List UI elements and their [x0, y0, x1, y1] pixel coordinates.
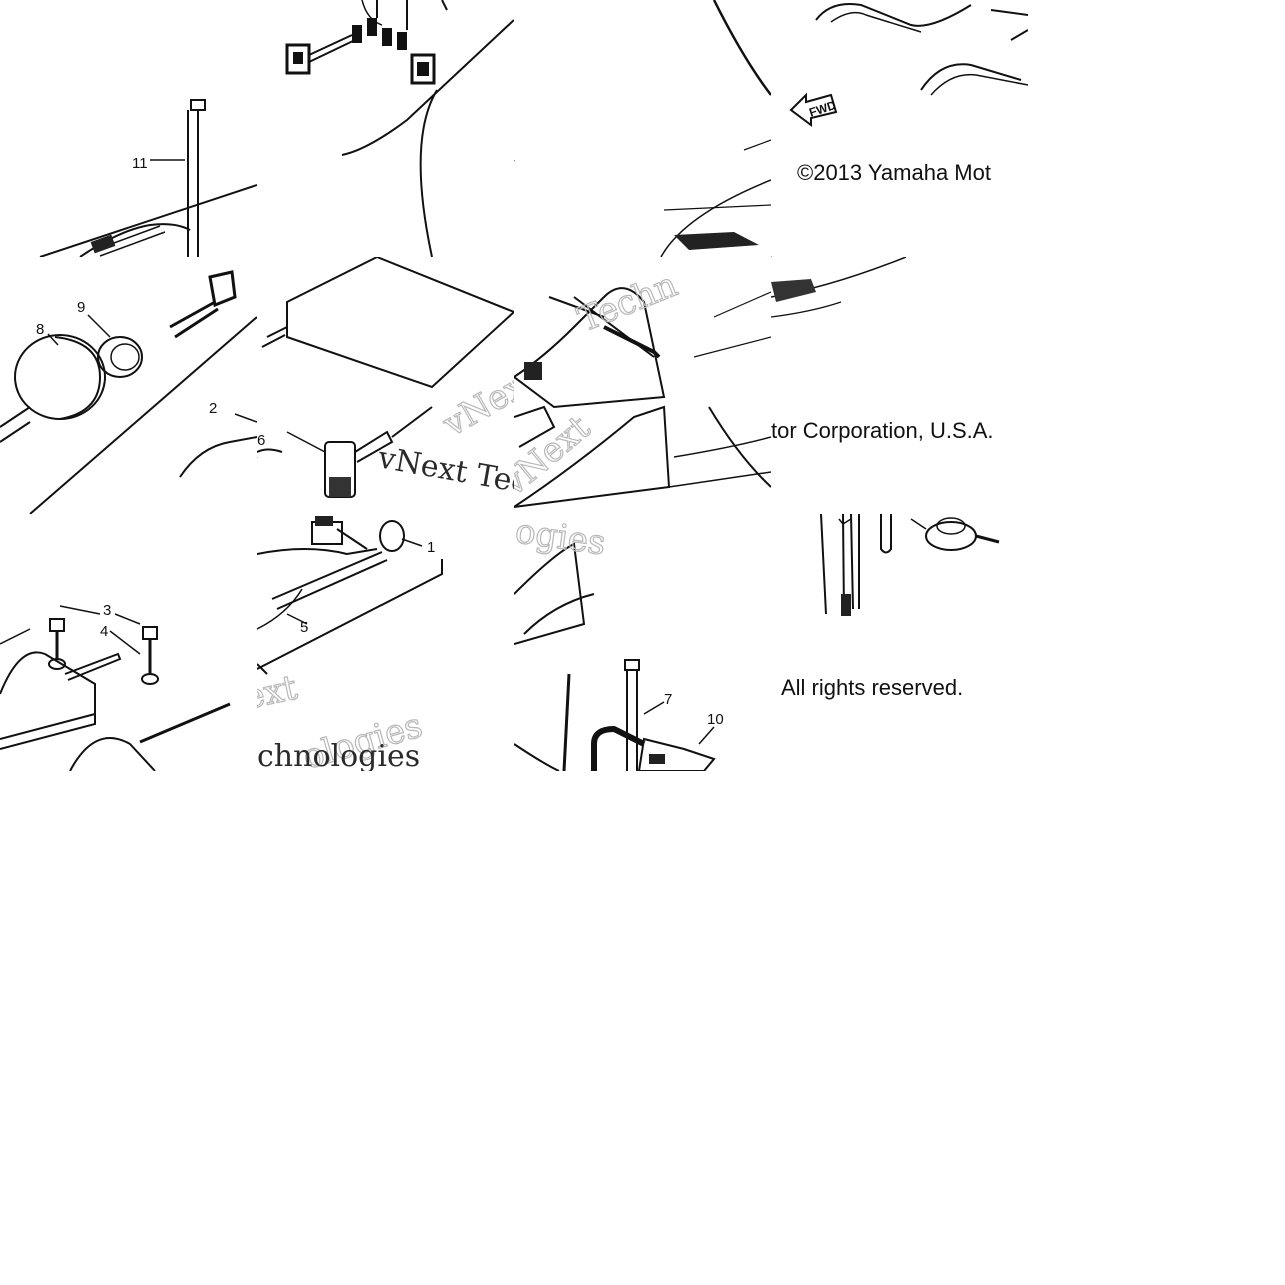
- horn-switch-drawing: 8 9 2: [0, 270, 257, 514]
- harness-strap-drawing: 11: [39, 99, 257, 257]
- plug-cap-drawing: [514, 0, 771, 257]
- callout-7: 7: [664, 691, 672, 708]
- diagram-tile-harness-strap: 11: [0, 0, 257, 257]
- tail-light-drawing: 3 4: [0, 602, 231, 771]
- watermark-vnext-tec: vNext Tec: [375, 440, 514, 501]
- callout-11: 11: [132, 155, 148, 172]
- copyright-tile-drawing: [771, 257, 907, 318]
- diagram-tile-copyright: [771, 257, 1028, 514]
- diagram-tile-plug-cap: [514, 0, 771, 257]
- diagram-tile-buzzer: [771, 514, 1028, 771]
- diagram-tile-tail-light: 3 4: [0, 514, 257, 771]
- diagram-tile-skis: FWD: [771, 0, 1028, 257]
- callout-9: 9: [77, 299, 85, 316]
- diagram-tile-cdi-unit: 6 vNext Tec vNext: [257, 257, 514, 514]
- callout-2: 2: [209, 400, 217, 417]
- callout-5: 5: [300, 619, 308, 636]
- watermark-chnologies: chnologies: [257, 739, 420, 771]
- watermark-ogies-b: ogies: [514, 514, 608, 564]
- copyright-line-1: ©2013 Yamaha Mot: [797, 160, 991, 185]
- connectors-drawing: [285, 0, 514, 257]
- cdi-unit-drawing: 6 vNext Tec vNext: [257, 257, 514, 501]
- callout-1: 1: [427, 539, 435, 556]
- callout-3: 3: [103, 602, 111, 619]
- parts-diagram-mosaic: 11: [0, 0, 1028, 771]
- skis-drawing: FWD: [771, 3, 1028, 257]
- watermark-techn: Techn: [572, 265, 682, 341]
- diagram-tile-connectors: [257, 0, 514, 257]
- callout-4: 4: [100, 623, 108, 640]
- watermark-ext: ext: [257, 668, 301, 718]
- buzzer-drawing: [820, 514, 1000, 616]
- copyright-line-3: All rights reserved.: [781, 675, 964, 700]
- windshield-drawing: Techn vNext: [514, 264, 771, 508]
- callout-10: 10: [707, 711, 724, 728]
- copyright-line-2: tor Corporation, U.S.A.: [771, 418, 994, 443]
- diagram-tile-cowl-strap: 7 10 ogies: [514, 514, 771, 771]
- callout-6: 6: [257, 432, 265, 449]
- callout-8: 8: [36, 321, 44, 338]
- diagram-tile-windshield: Techn vNext: [514, 257, 771, 514]
- cowl-strap-drawing: 7 10 ogies: [514, 514, 724, 771]
- ignition-coil-drawing: 1 5 ext ologies chnologies: [257, 516, 443, 771]
- diagram-tile-ignition-coil: 1 5 ext ologies chnologies: [257, 514, 514, 771]
- diagram-tile-horn-switch: 8 9 2: [0, 257, 257, 514]
